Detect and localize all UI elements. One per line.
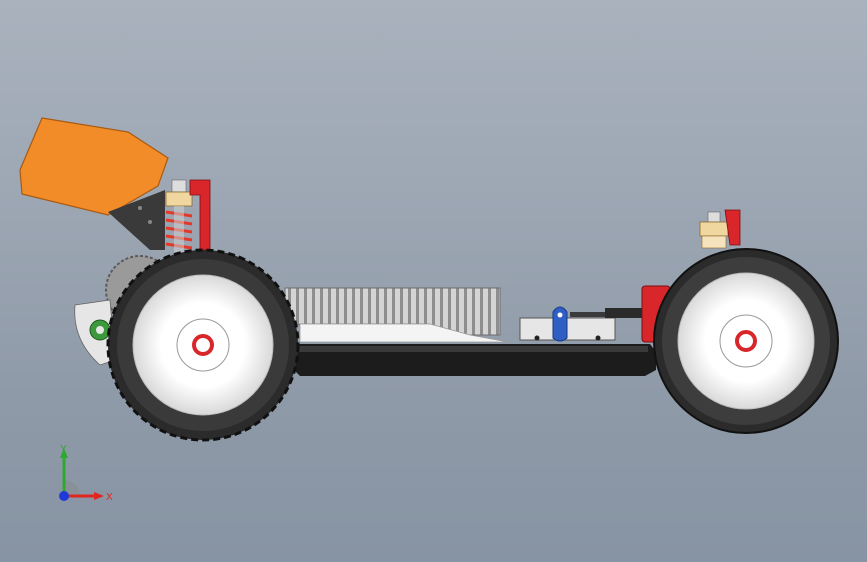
rear-wing[interactable] [19,117,169,250]
rear-wheel[interactable] [106,248,300,442]
y-axis-label: Y [60,444,67,455]
x-axis-label: X [106,492,113,503]
front-wheel[interactable] [653,248,839,434]
x-axis-arrow [94,492,104,500]
heatsink-battery-box[interactable] [284,287,509,343]
y-axis-arrow [60,448,68,458]
front-shock-absorber[interactable] [699,209,741,249]
rear-shock-absorber[interactable] [165,179,211,254]
servo-assembly[interactable] [519,306,650,342]
z-axis-dot [59,491,69,501]
chassis-plate[interactable] [290,344,656,376]
reference-triad[interactable]: Y X [50,440,120,510]
